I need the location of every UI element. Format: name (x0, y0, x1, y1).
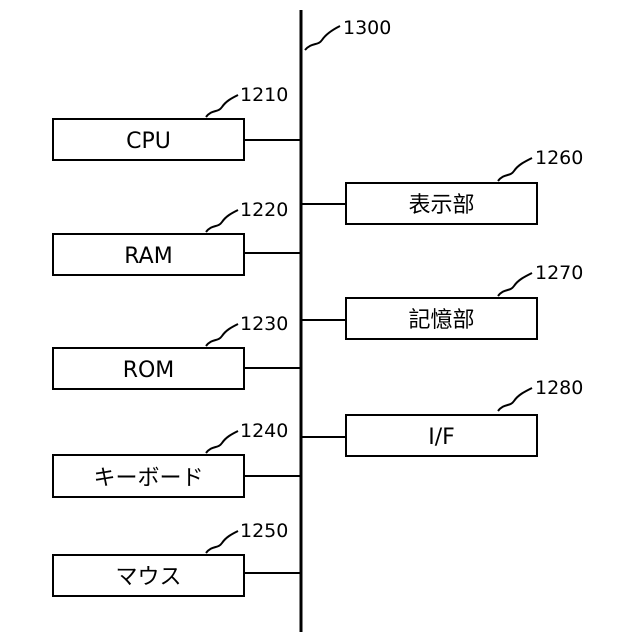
storage-ref: 1270 (535, 262, 583, 284)
display-ref: 1260 (535, 147, 583, 169)
display-ref-leader (498, 158, 532, 181)
ram-ref-leader (206, 210, 238, 232)
cpu-ref-leader (206, 95, 238, 117)
rom-ref-leader (206, 324, 238, 346)
interface-ref: 1280 (535, 377, 583, 399)
keyboard-label: キーボード (93, 466, 203, 491)
mouse-label: マウス (115, 565, 181, 590)
ram-label: RAM (124, 244, 172, 269)
cpu-label: CPU (126, 129, 171, 154)
mouse-ref-leader (206, 531, 238, 553)
storage-label: 記憶部 (408, 308, 474, 333)
mouse-ref: 1250 (240, 520, 288, 542)
interface-ref-leader (498, 388, 532, 411)
display-label: 表示部 (408, 193, 474, 218)
rom-ref: 1230 (240, 313, 288, 335)
cpu-ref: 1210 (240, 84, 288, 106)
ram-ref: 1220 (240, 199, 288, 221)
storage-ref-leader (498, 273, 532, 296)
rom-label: ROM (123, 358, 175, 383)
keyboard-ref-leader (206, 431, 238, 453)
interface-label: I/F (428, 425, 455, 450)
keyboard-ref: 1240 (240, 420, 288, 442)
bus-ref-leader (305, 26, 340, 50)
bus-ref: 1300 (343, 17, 391, 39)
